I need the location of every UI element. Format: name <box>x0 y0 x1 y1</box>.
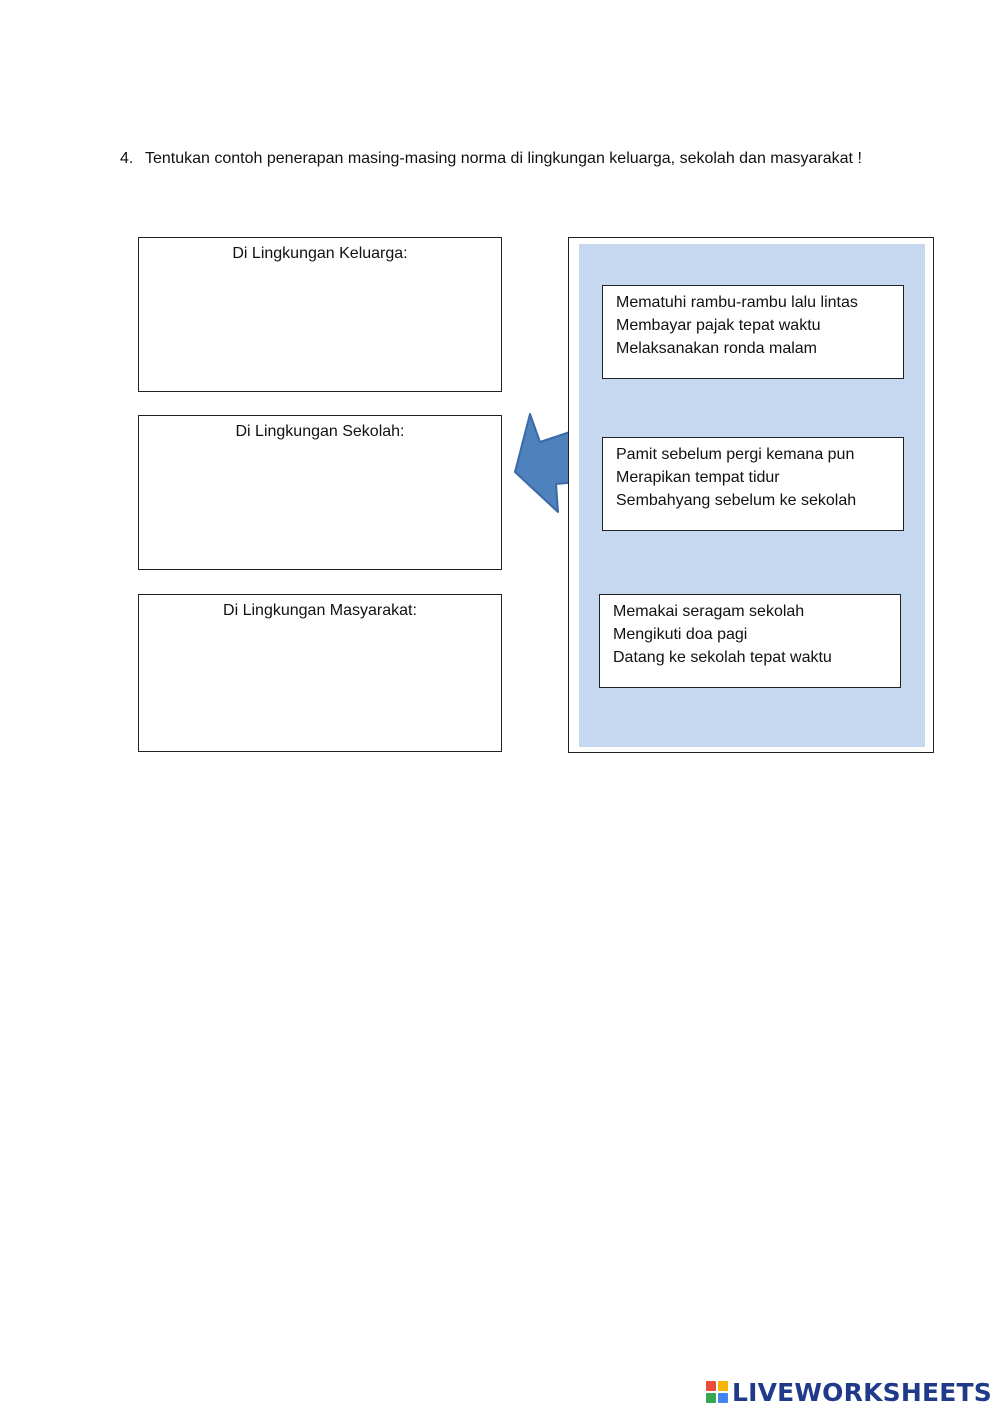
answer-box-label: Di Lingkungan Sekolah: <box>235 423 405 440</box>
answer-box-label: Di Lingkungan Keluarga: <box>232 245 408 262</box>
brand-logo: LIVEWORKSHEETS <box>705 1377 992 1407</box>
option-line: Memakai seragam sekolah <box>613 603 805 620</box>
option-line: Datang ke sekolah tepat waktu <box>613 649 832 666</box>
liveworksheets-logo-icon <box>705 1381 728 1403</box>
options-panel: Mematuhi rambu-rambu lalu lintas Membaya… <box>568 237 934 753</box>
answer-box-sekolah[interactable]: Di Lingkungan Sekolah: <box>138 415 502 570</box>
left-arrow-icon <box>514 413 579 513</box>
option-line: Sembahyang sebelum ke sekolah <box>616 492 857 509</box>
answer-box-masyarakat[interactable]: Di Lingkungan Masyarakat: <box>138 594 502 752</box>
option-line: Merapikan tempat tidur <box>616 469 780 486</box>
answer-box-label: Di Lingkungan Masyarakat: <box>223 602 417 619</box>
option-line: Pamit sebelum pergi kemana pun <box>616 446 855 463</box>
option-line: Melaksanakan ronda malam <box>616 340 817 357</box>
question-text: Tentukan contoh penerapan masing-masing … <box>145 150 862 167</box>
option-card-sekolah[interactable]: Memakai seragam sekolah Mengikuti doa pa… <box>599 594 901 688</box>
option-line: Mematuhi rambu-rambu lalu lintas <box>616 294 858 311</box>
option-line: Membayar pajak tepat waktu <box>616 317 821 334</box>
option-card-masyarakat[interactable]: Mematuhi rambu-rambu lalu lintas Membaya… <box>602 285 904 379</box>
options-panel-background: Mematuhi rambu-rambu lalu lintas Membaya… <box>579 244 925 747</box>
option-line: Mengikuti doa pagi <box>613 626 748 643</box>
option-card-keluarga[interactable]: Pamit sebelum pergi kemana pun Merapikan… <box>602 437 904 531</box>
answer-box-keluarga[interactable]: Di Lingkungan Keluarga: <box>138 237 502 392</box>
brand-text: LIVEWORKSHEETS <box>731 1377 992 1407</box>
question: 4. Tentukan contoh penerapan masing-masi… <box>120 145 878 172</box>
question-number: 4. <box>120 150 134 167</box>
